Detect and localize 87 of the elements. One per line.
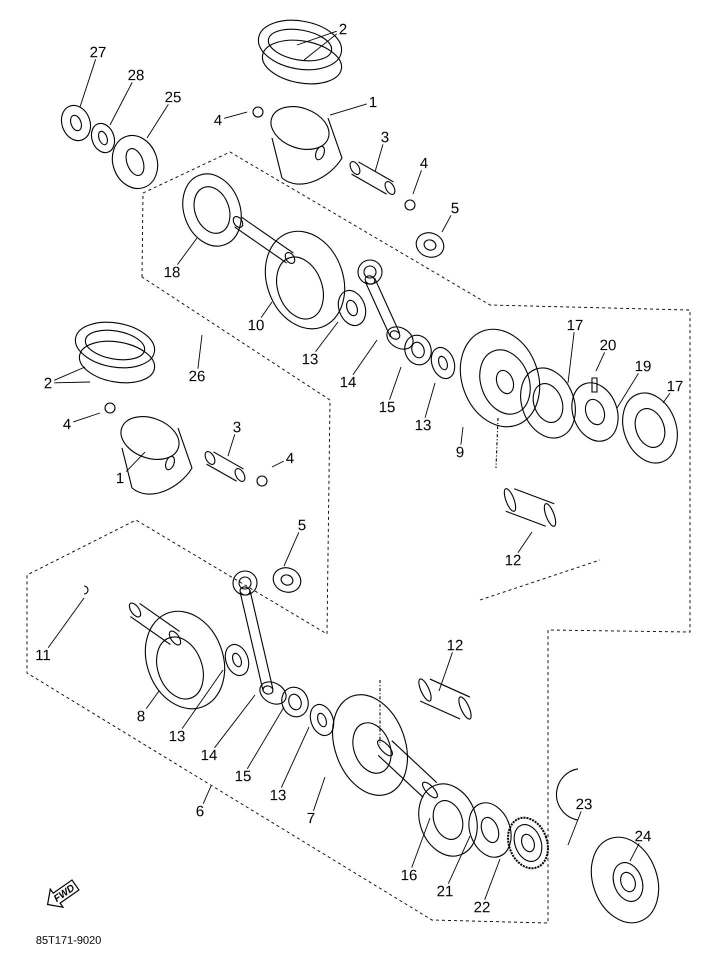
leader-line <box>448 836 470 884</box>
callout-number: 8 <box>137 710 144 722</box>
callout-number: 9 <box>456 446 464 458</box>
callout-number: 13 <box>270 790 286 800</box>
callout-number: 24 <box>635 830 651 842</box>
leader-line <box>438 652 453 692</box>
callout-number: 2 <box>44 378 52 388</box>
leader-line <box>352 340 378 376</box>
leader-line <box>146 690 160 710</box>
leader-line <box>197 334 202 370</box>
leader-line <box>389 366 402 400</box>
callout-number: 6 <box>196 806 204 816</box>
leader-line <box>280 726 310 788</box>
leader-line <box>315 322 338 352</box>
callout-number: 19 <box>636 360 651 372</box>
leader-line <box>54 382 90 384</box>
leader-line <box>568 332 575 384</box>
leader-line <box>662 392 670 404</box>
leader-line <box>412 170 422 194</box>
leader-line <box>442 214 452 232</box>
leader-line <box>228 434 236 456</box>
callout-number: 20 <box>600 340 616 350</box>
callout-number: 23 <box>576 798 592 810</box>
leader-line <box>616 372 639 408</box>
leader-line <box>110 82 133 126</box>
callout-number: 10 <box>248 320 264 330</box>
leader-line <box>460 426 464 446</box>
callout-number: 17 <box>668 380 683 392</box>
leader-line <box>284 532 300 566</box>
callout-number: 21 <box>437 886 453 896</box>
callout-number: 4 <box>63 418 71 430</box>
leader-line <box>224 112 248 119</box>
leader-line <box>596 352 606 372</box>
leader-line <box>296 30 338 46</box>
leader-line <box>313 776 326 812</box>
callout-number: 4 <box>286 452 294 464</box>
callout-number: 16 <box>402 870 417 880</box>
callout-number: 27 <box>90 46 106 58</box>
leader-line <box>182 670 224 730</box>
callout-number: 3 <box>233 422 240 432</box>
leader-line <box>330 103 368 116</box>
callout-number: 7 <box>308 812 314 824</box>
leader-line <box>54 366 86 381</box>
leader-line <box>126 452 146 472</box>
leader-line <box>260 302 272 318</box>
callout-number: 5 <box>451 202 459 214</box>
leader-line <box>214 694 256 748</box>
drawing-number: 85T171-9020 <box>36 936 101 944</box>
callout-number: 17 <box>568 320 583 330</box>
callout-number: 13 <box>416 420 431 430</box>
leader-line <box>272 460 284 468</box>
callout-number: 13 <box>302 354 318 364</box>
leader-line <box>146 104 169 138</box>
callout-number: 2 <box>340 24 346 34</box>
callout-number: 14 <box>340 376 356 388</box>
leader-line <box>48 598 84 648</box>
leader-line <box>518 532 532 554</box>
leader-line <box>411 818 430 868</box>
callout-number: 26 <box>189 370 205 382</box>
leader-line <box>202 786 212 804</box>
callout-number: 15 <box>236 770 251 782</box>
leader-line <box>374 144 384 172</box>
callout-number: 4 <box>420 158 428 168</box>
callout-number: 22 <box>474 902 490 912</box>
leader-line <box>630 842 640 862</box>
callout-number: 1 <box>370 96 376 108</box>
callout-number: 12 <box>448 640 463 650</box>
callout-number: 12 <box>506 554 521 566</box>
callout-number: 13 <box>170 730 185 742</box>
callout-number: 14 <box>202 750 217 760</box>
callout-number: 3 <box>381 132 388 142</box>
callout-number: 18 <box>164 266 180 278</box>
callout-number: 28 <box>128 70 144 80</box>
callout-number: 25 <box>165 92 181 102</box>
leader-line <box>80 58 96 108</box>
callout-number: 1 <box>116 472 124 484</box>
callout-number: 5 <box>298 520 306 530</box>
leader-line <box>246 706 284 770</box>
callout-number: 4 <box>214 114 222 126</box>
leader-line <box>484 858 500 900</box>
callout-number: 15 <box>380 402 395 412</box>
leader-line <box>304 34 338 60</box>
leader-line <box>424 382 436 418</box>
leader-line <box>176 238 198 266</box>
leader-line <box>568 810 582 846</box>
leader-line <box>72 412 100 422</box>
callout-number: 11 <box>36 650 50 660</box>
